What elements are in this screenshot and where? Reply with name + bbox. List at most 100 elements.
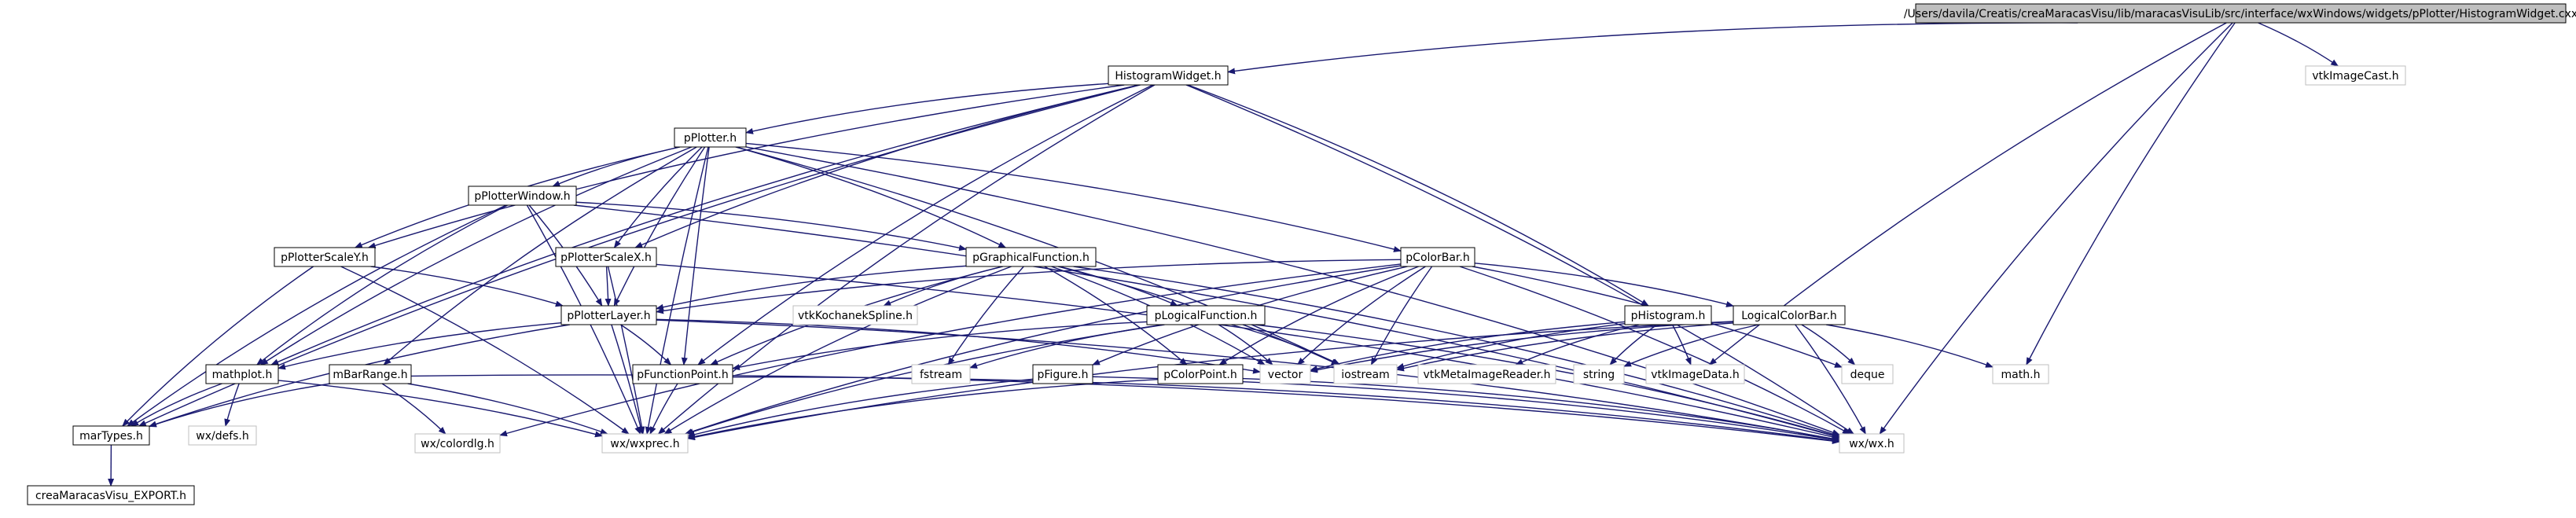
node-box-vtkimagedata	[1645, 364, 1745, 384]
node-label-mathplot: mathplot.h	[212, 369, 273, 381]
edge-pcolorbar-to-logicalcolorbar	[1474, 263, 1734, 307]
node-box-fstream	[911, 364, 971, 384]
node-pfigure[interactable]: pFigure.h	[1032, 364, 1093, 384]
node-pplotterscalex[interactable]: pPlotterScaleX.h	[555, 247, 657, 267]
node-vtkimagedata: vtkImageData.h	[1645, 364, 1745, 384]
node-box-wxcolordlg	[414, 433, 501, 454]
node-pgraphicalfunction[interactable]: pGraphicalFunction.h	[965, 247, 1097, 267]
node-creaexport[interactable]: creaMaracasVisu_EXPORT.h	[27, 485, 195, 505]
node-wxwxprec: wx/wxprec.h	[601, 433, 689, 454]
edge-pfigure-to-wxwxprec	[687, 378, 1034, 438]
node-label-wxdefs: wx/defs.h	[196, 430, 249, 443]
node-pplotterscaley[interactable]: pPlotterScaleY.h	[274, 247, 376, 267]
node-label-logicalcolorbar: LogicalColorBar.h	[1741, 310, 1837, 322]
node-phistogram[interactable]: pHistogram.h	[1624, 305, 1712, 325]
node-label-mbarrange: mBarRange.h	[333, 369, 407, 381]
node-box-string	[1573, 364, 1625, 384]
node-pplotterlayer[interactable]: pPlotterLayer.h	[560, 305, 657, 325]
node-box-pfunctionpoint[interactable]	[632, 364, 733, 384]
node-pplotter[interactable]: pPlotter.h	[674, 127, 747, 148]
node-label-vtkmetaimagereader: vtkMetaImageReader.h	[1423, 369, 1550, 381]
node-box-pplotterlayer[interactable]	[560, 305, 657, 325]
node-iostream: iostream	[1333, 364, 1398, 384]
node-label-mathh: math.h	[2001, 369, 2041, 381]
node-label-phistogram: pHistogram.h	[1631, 310, 1706, 322]
edge-logicalcolorbar-to-vector	[1310, 321, 1734, 373]
node-pcolorpoint[interactable]: pColorPoint.h	[1157, 364, 1244, 384]
node-label-pcolorbar: pColorBar.h	[1406, 252, 1469, 264]
edge-histogramwidget-to-pfunctionpoint	[697, 84, 1153, 366]
edge-mathplot-to-martypes	[130, 383, 222, 427]
node-box-pplotter[interactable]	[674, 127, 747, 148]
node-histogramwidget[interactable]: HistogramWidget.h	[1108, 65, 1229, 86]
node-fstream: fstream	[911, 364, 971, 384]
edge-plogicalfunction-to-wxwx	[1255, 324, 1840, 439]
edge-phistogram-to-vector	[1310, 321, 1626, 372]
node-box-pgraphicalfunction[interactable]	[965, 247, 1097, 267]
edge-pgraphicalfunction-to-fstream	[947, 266, 1024, 366]
node-pplotterwindow[interactable]: pPlotterWindow.h	[468, 186, 577, 206]
node-box-histogramwidget[interactable]	[1108, 65, 1229, 86]
edge-pplotterwindow-to-mathplot	[256, 204, 508, 366]
edge-plogicalfunction-to-pfunctionpoint	[732, 321, 1148, 371]
node-box-pcolorpoint[interactable]	[1157, 364, 1244, 384]
node-box-mathh	[1992, 364, 2049, 384]
node-label-martypes: marTypes.h	[79, 430, 143, 443]
node-box-phistogram[interactable]	[1624, 305, 1712, 325]
edge-logicalcolorbar-to-deque	[1801, 324, 1856, 366]
edge-root-to-histogramwidget	[1227, 22, 2078, 75]
node-logicalcolorbar[interactable]: LogicalColorBar.h	[1733, 305, 1846, 325]
node-pcolorbar[interactable]: pColorBar.h	[1400, 247, 1475, 267]
node-label-deque: deque	[1850, 369, 1885, 381]
node-box-mathplot[interactable]	[205, 364, 279, 384]
node-deque: deque	[1841, 364, 1894, 384]
node-box-deque	[1841, 364, 1894, 384]
node-mbarrange[interactable]: mBarRange.h	[329, 364, 412, 384]
node-box-martypes[interactable]	[72, 425, 150, 446]
node-label-wxcolordlg: wx/colordlg.h	[421, 438, 494, 450]
edge-histogramwidget-to-wxwx	[1185, 84, 1854, 435]
edge-pplotter-to-pcolorbar	[745, 142, 1402, 252]
node-box-pplotterwindow[interactable]	[468, 186, 577, 206]
edge-pcolorbar-to-iostream	[1370, 266, 1433, 366]
edge-pplotter-to-wxwxprec	[645, 146, 709, 435]
edge-histogramwidget-to-pplotterscalex	[634, 84, 1140, 248]
edge-pcolorbar-to-wxwxprec	[684, 265, 1402, 435]
node-box-pfigure[interactable]	[1032, 364, 1093, 384]
node-plogicalfunction[interactable]: pLogicalFunction.h	[1146, 305, 1266, 325]
edge-mbarrange-to-wxwxprec	[407, 383, 608, 435]
node-mathplot[interactable]: mathplot.h	[205, 364, 279, 384]
node-box-plogicalfunction[interactable]	[1146, 305, 1266, 325]
node-box-vtkmetaimagereader	[1417, 364, 1556, 384]
node-label-pplotterscaley: pPlotterScaleY.h	[281, 252, 369, 264]
node-box-logicalcolorbar[interactable]	[1733, 305, 1846, 325]
edge-pcolorbar-to-wxcolordlg	[499, 263, 1402, 437]
node-vector: vector	[1259, 364, 1311, 384]
edge-logicalcolorbar-to-wxwx	[1795, 324, 1866, 435]
node-label-vtkkochanek: vtkKochanekSpline.h	[798, 310, 913, 322]
node-label-pfigure: pFigure.h	[1038, 369, 1089, 381]
node-box-mbarrange[interactable]	[329, 364, 412, 384]
edge-plogicalfunction-to-wxwxprec	[685, 324, 1165, 435]
node-label-pcolorpoint: pColorPoint.h	[1163, 369, 1237, 381]
node-box-pcolorbar[interactable]	[1400, 247, 1475, 267]
edge-pplotterlayer-to-wxwxprec	[611, 324, 644, 435]
edge-histogramwidget-to-pplotterscaley	[367, 84, 1125, 249]
edge-pplotterlayer-to-mathplot	[277, 322, 562, 370]
node-label-pplotterscalex: pPlotterScaleX.h	[560, 252, 652, 264]
node-box-creaexport[interactable]	[27, 485, 195, 505]
edge-plogicalfunction-to-fstream	[969, 324, 1164, 369]
edge-pplotterscaley-to-martypes	[122, 266, 314, 427]
node-box-pplotterscaley[interactable]	[274, 247, 376, 267]
node-martypes[interactable]: marTypes.h	[72, 425, 150, 446]
edge-phistogram-to-string	[1609, 324, 1658, 366]
node-label-vtkimagedata: vtkImageData.h	[1651, 369, 1739, 381]
node-label-pplotter: pPlotter.h	[684, 132, 737, 145]
node-pfunctionpoint[interactable]: pFunctionPoint.h	[632, 364, 733, 384]
edge-pplotterscalex-to-wxwxprec	[607, 266, 645, 435]
node-label-string: string	[1583, 369, 1615, 381]
node-wxcolordlg: wx/colordlg.h	[414, 433, 501, 454]
node-box-pplotterscalex[interactable]	[555, 247, 657, 267]
edge-root-to-mathh	[2026, 22, 2236, 366]
edge-logicalcolorbar-to-mathh	[1826, 324, 1994, 368]
